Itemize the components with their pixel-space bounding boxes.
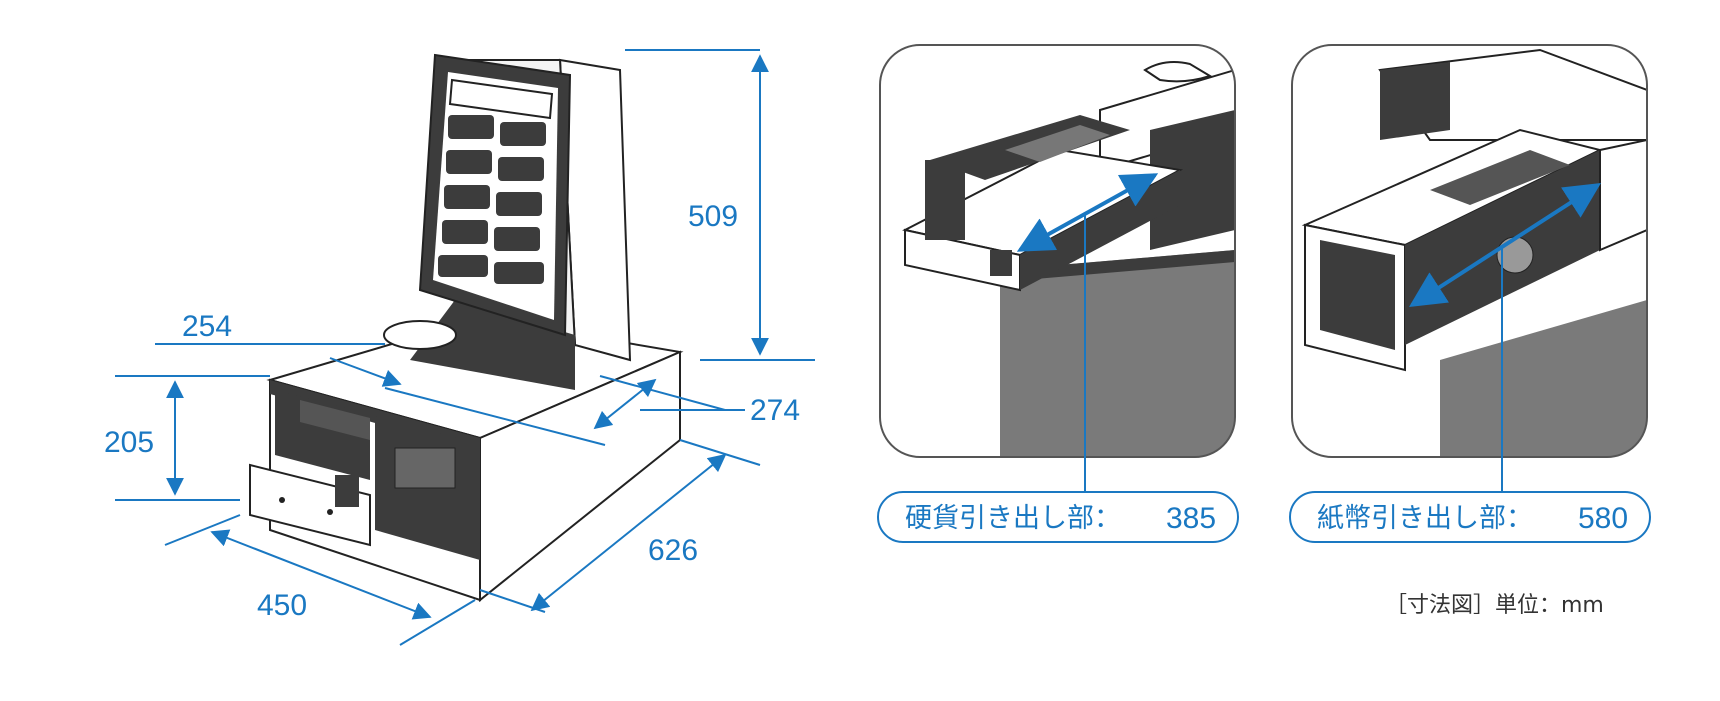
touch-panel (418, 53, 572, 337)
unit-note: ［寸法図］単位：mm (1385, 593, 1604, 618)
coin-drawer-pill (877, 491, 1239, 543)
coin-slot-top (300, 400, 370, 440)
coin-drawer-label: 硬貨引き出し部： (905, 503, 1121, 534)
coin-drawer-dot (279, 497, 285, 503)
dimension-lines (115, 49, 815, 646)
dim-depth-top: 254 (182, 310, 232, 343)
coin-tray (383, 320, 457, 350)
coin-drawer-detail: 硬貨引き出し部： 385 (877, 44, 1239, 543)
bill-drawer-value: 580 (1578, 502, 1628, 535)
dim-width: 450 (257, 589, 307, 622)
bill-slot-opening (394, 447, 456, 489)
stand-ramp (410, 300, 575, 390)
dim-height-base: 205 (104, 426, 154, 459)
bill-drawer-label: 紙幣引き出し部： (1317, 503, 1533, 534)
bill-drawer-detail: 紙幣引き出し部： 580 (1289, 44, 1651, 543)
coin-drawer-value: 385 (1166, 502, 1216, 535)
dim-height-total: 509 (688, 200, 738, 233)
dim-base-right: 274 (750, 394, 800, 427)
machine-illustration (249, 53, 684, 603)
dim-depth: 626 (648, 534, 698, 567)
coin-drawer-dot (327, 509, 333, 515)
bill-drawer-pill (1289, 491, 1651, 543)
coin-drawer-key (335, 475, 359, 507)
